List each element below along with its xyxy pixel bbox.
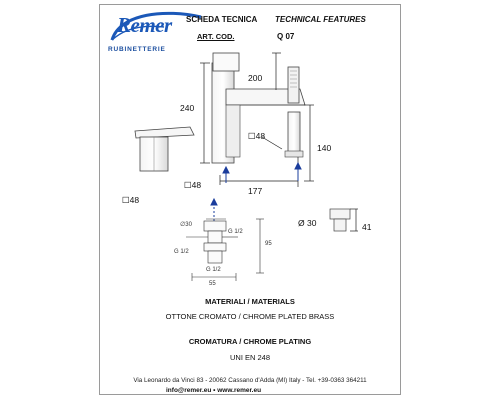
dim-square-48-b: ☐48 [184,180,202,190]
section-thread-3: G 1/2 [206,267,221,273]
mixer-valve [134,126,195,172]
dim-spout-200: 200 [248,73,263,83]
square-symbol-icon: ☐ [184,180,192,190]
section-thread-1: G 1/2 [228,229,243,235]
section-thread-2: G 1/2 [174,249,189,255]
dim-side-41: 41 [362,222,372,232]
square-symbol-icon: ☐ [122,195,130,205]
dim-height-240: 240 [180,103,195,113]
remer-swoosh-icon [110,11,202,41]
article-code-value: Q 07 [277,32,295,41]
dim-square-48-c: ☐48 [122,195,140,205]
section-diameter: ∅30 [180,222,192,228]
brand-subtitle: RUBINETTERIE [108,46,166,53]
dim-diameter-30: Ø 30 [298,218,317,228]
dim-square-48-a: ☐48 [248,131,266,141]
section-drawing [186,218,264,281]
footer-address: Via Leonardo da Vinci 83 - 20062 Cassano… [133,377,367,384]
blue-pointer-arrows [210,161,302,223]
materials-heading: MATERIALI / MATERIALS [205,297,295,306]
brand-name: Remer [117,13,172,37]
faucet-body [211,52,306,164]
hand-shower [284,66,304,158]
section-width-55: 55 [209,281,216,287]
technical-sheet: Remer RUBINETTERIE SCHEDA TECNICA TECHNI… [99,4,401,395]
title-italian: SCHEDA TECNICA [186,15,258,24]
materials-value: OTTONE CROMATO / CHROME PLATED BRASS [165,312,335,321]
product-drawing [134,52,358,281]
square-symbol-icon: ☐ [248,131,256,141]
plating-heading: CROMATURA / CHROME PLATING [188,337,312,346]
title-english: TECHNICAL FEATURES [275,15,366,24]
article-code-label: ART. COD. [197,32,235,41]
shower-base-detail [329,208,358,232]
section-height-95: 95 [265,241,272,247]
dim-base-140: 140 [317,143,332,153]
dim-width-177: 177 [248,186,263,196]
footer-contacts[interactable]: info@remer.eu • www.remer.eu [166,387,262,394]
plating-standard: UNI EN 248 [229,353,271,362]
